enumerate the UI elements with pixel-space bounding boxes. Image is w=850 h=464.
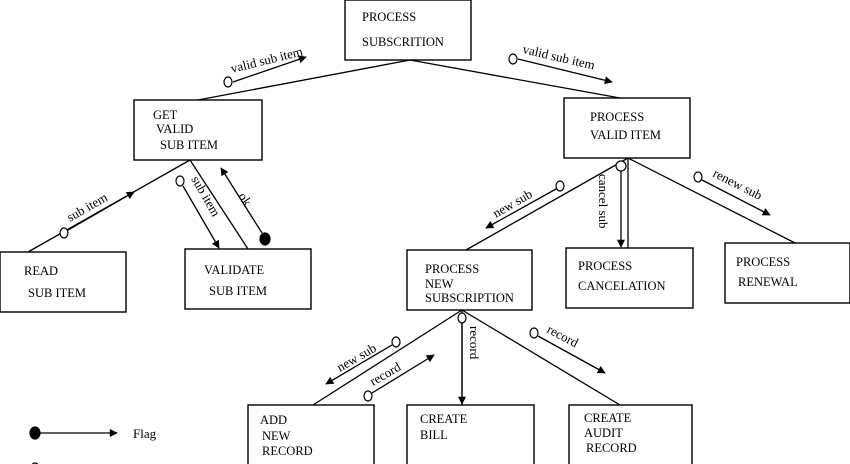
node-line: BILL — [420, 428, 448, 442]
flow-arrow — [220, 167, 263, 234]
box-process-subscription: PROCESS SUBSCRITION — [344, 0, 472, 61]
box-process-cancelation: PROCESS CANCELATION — [565, 247, 694, 309]
box-create-audit-record: CREATE AUDIT RECORD — [568, 404, 693, 464]
data-couple-icon — [363, 390, 373, 402]
node-line: PROCESS — [590, 110, 644, 124]
node-line: VALID ITEM — [590, 128, 661, 142]
flow-arrow — [537, 335, 606, 374]
flow-label: valid sub item — [521, 41, 596, 72]
edge-get-valid-to-validate — [189, 159, 249, 250]
flow-label: record — [467, 326, 482, 360]
box-process-valid-item: PROCESS VALID ITEM — [563, 97, 691, 159]
edge-process-valid-to-new-sub — [465, 157, 629, 251]
node-line: PROCESS — [578, 259, 632, 273]
node-line: CANCELATION — [578, 279, 666, 293]
box-create-bill: CREATE BILL — [406, 404, 535, 464]
node-line: SUB ITEM — [160, 138, 218, 152]
flag-icon — [259, 232, 271, 246]
node-line: READ — [24, 264, 58, 278]
node-line: SUB ITEM — [28, 286, 86, 300]
couple-ok: ok — [220, 167, 271, 246]
flow-arrow — [182, 185, 220, 249]
box-process-renewal: PROCESS RENEWAL — [724, 242, 850, 304]
flow-label: sub item — [188, 173, 223, 219]
edge-process-valid-to-renewal — [627, 157, 796, 244]
node-line: NEW — [425, 277, 454, 291]
data-couple-icon — [693, 171, 703, 183]
couple-new-sub-pvi: new sub — [485, 180, 565, 229]
node-line: CREATE — [584, 411, 632, 425]
node-line: SUBSCRIPTION — [425, 291, 514, 305]
flow-arrow — [701, 179, 771, 216]
couple-sub-item-validate: sub item — [175, 173, 224, 249]
data-couple-icon — [223, 76, 233, 88]
flow-label: cancel sub — [596, 174, 611, 229]
flow-label: record — [545, 321, 582, 350]
box-process-new-subscription: PROCESS NEW SUBSCRIPTION — [406, 249, 533, 311]
flow-arrow — [517, 58, 613, 85]
couple-cancel-sub: cancel sub — [596, 160, 627, 248]
node-line: PROCESS — [736, 255, 790, 269]
edge-new-sub-to-add — [312, 309, 463, 406]
box-add-new-record: ADD NEW RECORD — [247, 404, 375, 464]
flow-arrow — [485, 188, 557, 229]
data-couple-icon — [175, 175, 185, 187]
flow-label: ok — [235, 189, 255, 208]
couple-sub-item-read: sub item — [59, 189, 135, 239]
data-couple-icon — [457, 312, 467, 324]
box-get-valid-sub-item: GET VALID SUB ITEM — [133, 99, 263, 161]
node-line: CREATE — [420, 412, 468, 426]
node-line: RECORD — [586, 441, 637, 455]
legend-flag-label: Flag — [133, 426, 157, 441]
data-couple-icon — [59, 227, 69, 239]
edge-root-to-get-valid — [197, 59, 411, 101]
couple-record-add: record — [363, 354, 435, 402]
data-couple-icon — [615, 160, 627, 172]
node-line: SUB ITEM — [209, 284, 267, 298]
flow-arrow — [325, 344, 393, 385]
couple-record-bill: record — [457, 312, 482, 405]
data-couple-icon — [529, 327, 539, 339]
box-read-sub-item: READ SUB ITEM — [0, 251, 127, 313]
flow-arrow — [371, 354, 435, 394]
node-line: VALIDATE — [204, 263, 265, 277]
flow-arrow — [232, 55, 307, 83]
node-line: ADD — [260, 413, 287, 427]
edge-new-sub-to-audit — [461, 309, 621, 406]
node-line: NEW — [262, 429, 291, 443]
node-line: PROCESS — [362, 10, 416, 24]
node-line: AUDIT — [584, 426, 623, 440]
box-validate-sub-item: VALIDATE SUB ITEM — [184, 248, 312, 310]
node-line: RECORD — [262, 444, 313, 458]
couple-renew-sub: renew sub — [693, 165, 771, 216]
flow-label: renew sub — [711, 165, 765, 202]
node-line: RENEWAL — [738, 275, 798, 289]
node-line: SUBSCRITION — [362, 35, 444, 49]
couple-valid-sub-item-right: valid sub item — [508, 41, 613, 85]
node-line: GET — [153, 108, 178, 122]
edge-root-to-process-valid — [409, 59, 621, 99]
legend: Flag — [29, 426, 157, 464]
flag-icon — [29, 426, 41, 440]
flow-arrow — [67, 191, 135, 231]
data-couple-icon — [391, 336, 401, 348]
couple-valid-sub-item-left: valid sub item — [223, 44, 307, 88]
couple-record-audit: record — [529, 321, 606, 374]
node-line: PROCESS — [425, 262, 479, 276]
data-couple-icon — [555, 180, 565, 192]
node-line: VALID — [156, 122, 193, 136]
data-couple-icon — [508, 53, 518, 65]
